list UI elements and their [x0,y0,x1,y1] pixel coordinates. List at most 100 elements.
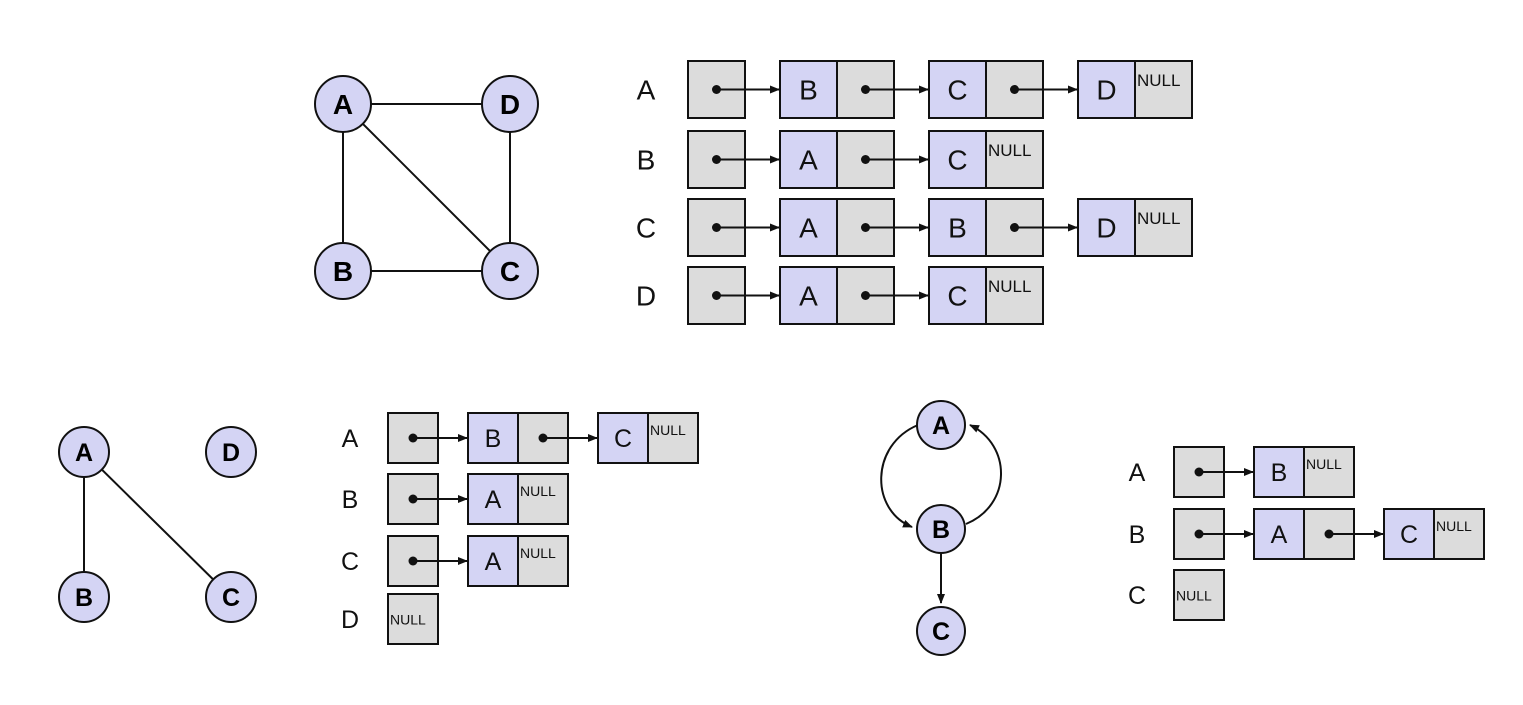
row-vertex-label: C [636,213,656,244]
node-value-cell [1383,508,1435,560]
row-vertex-label: B [1129,521,1146,549]
node-next-cell [1433,508,1485,560]
edge-b-to-a [965,424,1002,525]
node-value-label: C [614,425,632,453]
node-value-cell [467,412,519,464]
graph-node-c: C [916,606,966,656]
edge-a-c [83,451,232,598]
graph-directed-3: A B C [880,400,1002,656]
adjacency-row-c: C A B D NULL [636,198,1193,257]
node-value-cell [779,130,838,189]
node-label: B [932,516,950,544]
list-node-a: A NULL [467,473,569,525]
node-next-cell [517,535,569,587]
row-vertex-label: A [342,425,359,453]
row-vertex-label: B [342,486,359,514]
list-node-a: A NULL [467,535,569,587]
list-node-d: D NULL [1077,198,1193,257]
node-value-label: D [1096,75,1116,106]
list-node-c: C [928,60,1044,119]
adjacency-row-b: B A NULL [342,473,569,525]
null-label: NULL [1137,71,1180,90]
edge-a-to-b [880,424,919,528]
list-node-b: B [467,412,569,464]
graph-undirected-4: A D B C [314,75,539,300]
list-node-c: C NULL [597,412,699,464]
graph-node-d: D [481,75,539,133]
list-node-c: C NULL [928,266,1044,325]
null-label: NULL [988,141,1031,160]
node-value-cell [928,60,987,119]
head-cell [1173,569,1225,621]
node-next-cell [1134,198,1193,257]
node-value-label: A [485,548,502,576]
row-vertex-label: C [341,548,359,576]
node-next-cell [985,266,1044,325]
node-value-label: C [947,145,967,176]
null-label: NULL [520,483,556,499]
node-label: C [932,618,950,646]
node-value-cell [467,535,519,587]
graph-node-c: C [205,571,257,623]
node-value-label: B [948,213,967,244]
null-label: NULL [1137,209,1180,228]
node-value-label: B [485,425,502,453]
node-label: C [500,256,520,287]
list-node-d: D NULL [1077,60,1193,119]
node-value-label: D [1096,213,1116,244]
head-cell [387,593,439,645]
node-value-cell [928,198,987,257]
node-value-label: A [485,486,502,514]
graph-node-b: B [916,504,966,554]
node-next-cell [985,130,1044,189]
adjacency-row-b: B A C NULL [637,130,1044,189]
row-vertex-label: B [637,145,656,176]
null-label: NULL [520,545,556,561]
node-next-cell [1303,446,1355,498]
node-label: C [222,584,240,612]
graph-edges [342,103,511,272]
node-value-cell [779,198,838,257]
null-label: NULL [1176,588,1212,604]
node-value-cell [779,266,838,325]
graph-node-a: A [916,400,966,450]
node-value-label: A [799,213,818,244]
null-label: NULL [1436,518,1472,534]
node-label: B [75,584,93,612]
node-value-label: C [947,281,967,312]
graph-edges [880,424,1002,604]
null-label: NULL [988,277,1031,296]
list-node-c: C NULL [928,130,1044,189]
graph-node-c: C [481,242,539,300]
node-label: D [222,439,240,467]
node-label: A [75,439,93,467]
node-label: A [932,412,950,440]
null-label: NULL [390,612,426,628]
node-value-label: C [947,75,967,106]
adjacency-row-d: D NULL [341,593,439,645]
node-value-label: A [799,145,818,176]
node-value-cell [1253,508,1305,560]
node-value-cell [928,130,987,189]
graph-node-d: D [205,426,257,478]
null-label: NULL [650,422,686,438]
edge-a-c [342,103,511,272]
node-value-label: A [1271,521,1288,549]
graph-node-b: B [58,571,110,623]
node-label: B [333,256,353,287]
node-value-label: C [1400,521,1418,549]
row-vertex-label: A [1129,459,1146,487]
row-vertex-label: D [341,606,359,634]
node-value-label: A [799,281,818,312]
graph-undirected-isolated: A D B C [58,426,257,623]
list-node-c: C NULL [1383,508,1485,560]
graph-edges [83,451,232,598]
